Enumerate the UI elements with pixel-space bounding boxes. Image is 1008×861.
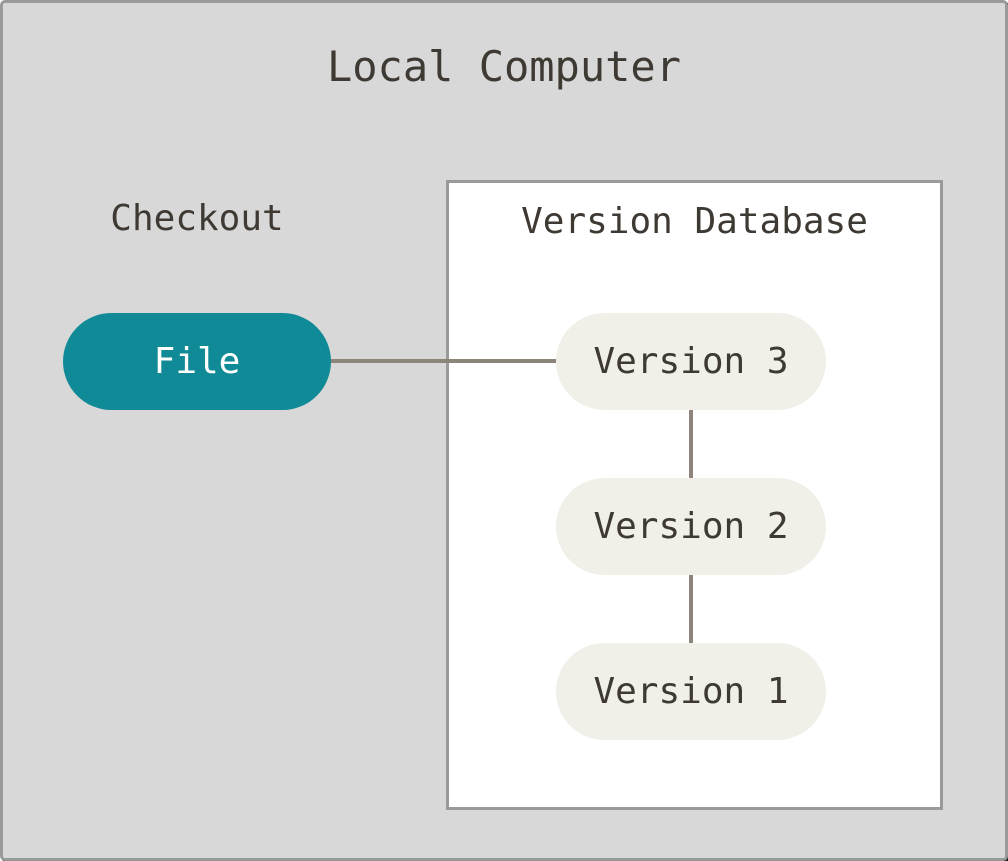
connector-version2-to-version1: [689, 575, 693, 643]
version-node-3: Version 3: [556, 313, 826, 410]
version-database-title: Version Database: [521, 201, 868, 242]
diagram-title: Local Computer: [326, 42, 681, 91]
file-node: File: [63, 313, 331, 410]
version-node-1: Version 1: [556, 643, 826, 740]
connector-file-to-version3: [331, 359, 556, 363]
version-node-2: Version 2: [556, 478, 826, 575]
connector-version3-to-version2: [689, 410, 693, 478]
checkout-label: Checkout: [110, 198, 284, 239]
